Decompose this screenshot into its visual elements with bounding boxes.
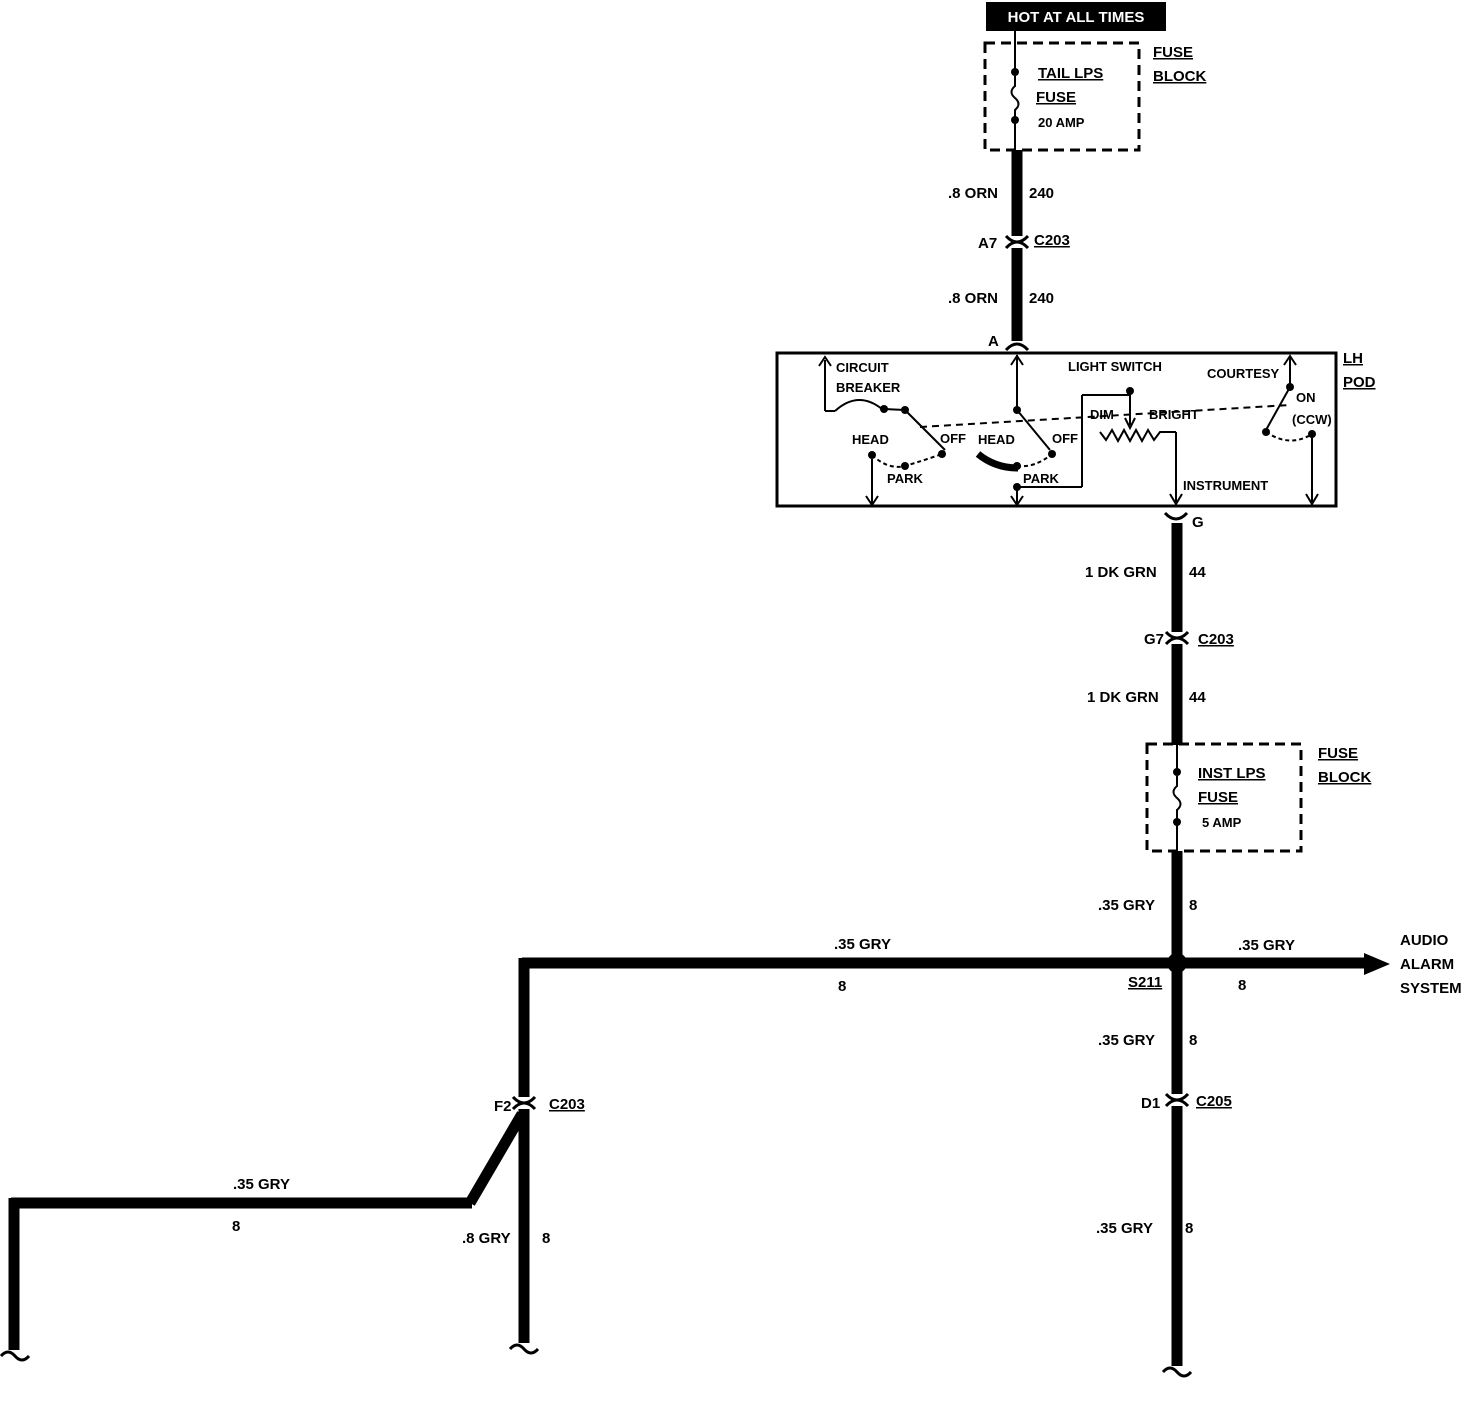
- c205-d1-name: C205: [1196, 1093, 1232, 1110]
- park-2: PARK: [1023, 471, 1059, 486]
- fuse-block-tail-lps: TAIL LPS FUSE 20 AMP FUSE BLOCK: [983, 31, 1206, 152]
- fuse1-name-1: TAIL LPS: [1038, 65, 1103, 82]
- lh-pod-2: POD: [1343, 374, 1376, 391]
- wire-8-main: .35 GRY 8 .35 GRY 8 D1 C205 .35 GRY 8: [1096, 851, 1232, 1378]
- cb-label-2: BREAKER: [836, 380, 901, 395]
- wire240-label-bot: .8 ORN: [948, 290, 998, 307]
- audio-alarm-2: ALARM: [1400, 956, 1454, 973]
- park-1: PARK: [887, 471, 923, 486]
- off-1: OFF: [940, 431, 966, 446]
- lh-pod: LH POD CIRCUIT BREAKER HEAD OFF PARK: [775, 350, 1376, 508]
- wire44-label-bot: 1 DK GRN: [1087, 689, 1159, 706]
- pod-pin-g: G: [1192, 514, 1204, 531]
- c203-a7-pin: A7: [978, 235, 997, 252]
- wire44-circuit-bot: 44: [1189, 689, 1206, 706]
- fuse1-block-1: FUSE: [1153, 44, 1193, 61]
- wire-8-left-branch: F2 C203 .35 GRY 8 .8 GRY 8: [0, 958, 585, 1362]
- pod-pin-a: A: [988, 333, 999, 350]
- fuse1-rating: 20 AMP: [1038, 115, 1085, 130]
- wire8-heavy-circuit: 8: [542, 1230, 550, 1247]
- splice-s211: S211 .35 GRY 8 .35 GRY 8 AUDIO ALARM SYS…: [522, 932, 1462, 997]
- audio-alarm-1: AUDIO: [1400, 932, 1449, 949]
- wire44-label-top: 1 DK GRN: [1085, 564, 1157, 581]
- wire8-right-circuit: 8: [1238, 977, 1246, 994]
- wire8-far-left-label: .35 GRY: [233, 1176, 290, 1193]
- head-2: HEAD: [978, 432, 1015, 447]
- wire8-label-3: .35 GRY: [1096, 1220, 1153, 1237]
- hot-at-all-times-banner: HOT AT ALL TIMES: [986, 2, 1166, 31]
- wire8-label-2: .35 GRY: [1098, 1032, 1155, 1049]
- hot-label: HOT AT ALL TIMES: [1008, 9, 1145, 26]
- c203-g7-name: C203: [1198, 631, 1234, 648]
- s211-label: S211: [1128, 974, 1162, 991]
- light-switch-label: LIGHT SWITCH: [1068, 359, 1162, 374]
- head-1: HEAD: [852, 432, 889, 447]
- fuse1-name-2: FUSE: [1036, 89, 1076, 106]
- ccw-label: (CCW): [1292, 412, 1332, 427]
- fuse2-name-2: FUSE: [1198, 789, 1238, 806]
- wire8-right-label: .35 GRY: [1238, 937, 1295, 954]
- c203-f2-name: C203: [549, 1096, 585, 1113]
- wire44-circuit-top: 44: [1189, 564, 1206, 581]
- wire-240: .8 ORN 240 A7 C203 .8 ORN 240 A: [948, 150, 1070, 352]
- c203-g7-pin: G7: [1144, 631, 1164, 648]
- wire240-label-top: .8 ORN: [948, 185, 998, 202]
- fuse2-block-2: BLOCK: [1318, 769, 1371, 786]
- fuse2-block-1: FUSE: [1318, 745, 1358, 762]
- wire8-far-left-circuit: 8: [232, 1218, 240, 1235]
- wire8-left-circuit: 8: [838, 978, 846, 995]
- fuse-block-inst-lps: INST LPS FUSE 5 AMP FUSE BLOCK: [1145, 742, 1371, 853]
- wire8-heavy-label: .8 GRY: [462, 1230, 511, 1247]
- instrument-label: INSTRUMENT: [1183, 478, 1268, 493]
- dim-label: DIM: [1090, 407, 1114, 422]
- fuse2-name-1: INST LPS: [1198, 765, 1266, 782]
- fuse2-rating: 5 AMP: [1202, 815, 1242, 830]
- wire240-circuit-bot: 240: [1029, 290, 1054, 307]
- c203-a7-name: C203: [1034, 232, 1070, 249]
- wire8-label-1: .35 GRY: [1098, 897, 1155, 914]
- wire240-circuit-top: 240: [1029, 185, 1054, 202]
- c203-f2-pin: F2: [494, 1098, 512, 1115]
- bright-label: BRIGHT: [1149, 407, 1199, 422]
- wire8-left-label: .35 GRY: [834, 936, 891, 953]
- on-label: ON: [1296, 390, 1316, 405]
- cb-label-1: CIRCUIT: [836, 360, 889, 375]
- wire8-circuit-1: 8: [1189, 897, 1197, 914]
- c205-d1-pin: D1: [1141, 1095, 1160, 1112]
- fuse1-block-2: BLOCK: [1153, 68, 1206, 85]
- lh-pod-1: LH: [1343, 350, 1363, 367]
- wire8-circuit-3: 8: [1185, 1220, 1193, 1237]
- wire8-circuit-2: 8: [1189, 1032, 1197, 1049]
- audio-alarm-3: SYSTEM: [1400, 980, 1462, 997]
- wire-44: G 1 DK GRN 44 G7 C203 1 DK GRN 44: [1085, 511, 1234, 745]
- off-2: OFF: [1052, 431, 1078, 446]
- courtesy-label: COURTESY: [1207, 366, 1280, 381]
